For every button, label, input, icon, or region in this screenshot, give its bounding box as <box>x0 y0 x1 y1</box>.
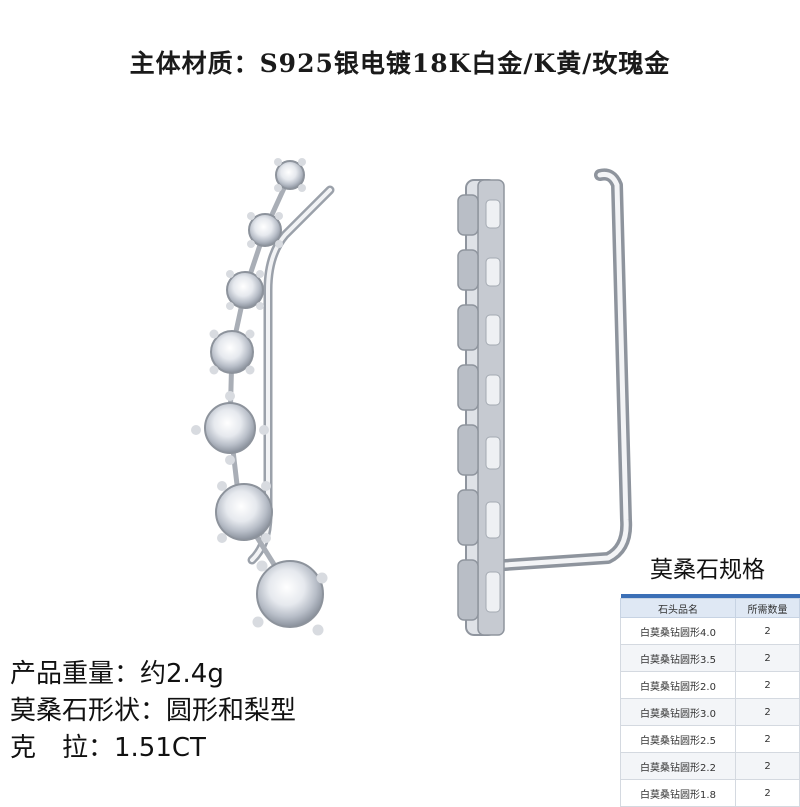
quantity-cell: 2 <box>735 779 800 807</box>
stone-name-cell: 白莫桑钻圆形1.8 <box>619 779 737 807</box>
stone-name-cell: 白莫桑钻圆形3.5 <box>619 644 737 672</box>
header-stone-name: 石头品名 <box>619 598 737 618</box>
header-quantity: 所需数量 <box>735 598 800 618</box>
table-row: 白莫桑钻圆形3.5 2 <box>619 644 800 672</box>
stone-name-cell: 白莫桑钻圆形3.0 <box>619 698 737 726</box>
stone-shape-text: 莫桑石形状：圆形和梨型 <box>10 696 297 726</box>
weight-text: 产品重量：约2.4g <box>10 659 224 689</box>
quantity-cell: 2 <box>735 671 800 699</box>
table-row: 白莫桑钻圆形3.0 2 <box>619 698 800 726</box>
stone-7 <box>252 560 328 636</box>
stone-1 <box>274 158 306 192</box>
table-header-row: 石头品名 所需数量 <box>619 598 800 618</box>
stone-spec-table: 石头品名 所需数量 白莫桑钻圆形4.0 2 白莫桑钻圆形3.5 2 白莫桑钻圆形… <box>619 594 800 807</box>
carat-text: 克 拉：1.51CT <box>10 733 206 763</box>
stone-3 <box>226 270 264 310</box>
front-earring <box>191 158 335 636</box>
stone-name-cell: 白莫桑钻圆形4.0 <box>619 617 737 645</box>
table-top-bar <box>620 594 800 599</box>
material-title: 主体材质：S925银电镀18K白金/K黄/玫瑰金 <box>129 49 671 78</box>
product-specs: 产品重量：约2.4g 莫桑石形状：圆形和梨型 克 拉：1.51CT <box>10 656 296 767</box>
table-row: 白莫桑钻圆形2.5 2 <box>619 725 800 753</box>
table-row: 白莫桑钻圆形1.8 2 <box>619 779 800 807</box>
quantity-cell: 2 <box>735 644 800 672</box>
quantity-cell: 2 <box>735 698 800 726</box>
stone-6 <box>215 481 273 543</box>
side-earring <box>457 168 633 636</box>
stone-name-cell: 白莫桑钻圆形2.2 <box>619 752 737 780</box>
table-row: 白莫桑钻圆形2.2 2 <box>619 752 800 780</box>
table-row: 白莫桑钻圆形4.0 2 <box>619 617 800 645</box>
quantity-cell: 2 <box>735 725 800 753</box>
stone-2 <box>247 212 283 248</box>
stone-4 <box>209 329 255 375</box>
quantity-cell: 2 <box>735 752 800 780</box>
quantity-cell: 2 <box>735 617 800 645</box>
stone-name-cell: 白莫桑钻圆形2.5 <box>619 725 737 753</box>
stone-spec-title: 莫桑石规格 <box>650 557 765 583</box>
table-row: 白莫桑钻圆形2.0 2 <box>619 671 800 699</box>
stone-name-cell: 白莫桑钻圆形2.0 <box>619 671 737 699</box>
stone-5 <box>191 391 269 465</box>
